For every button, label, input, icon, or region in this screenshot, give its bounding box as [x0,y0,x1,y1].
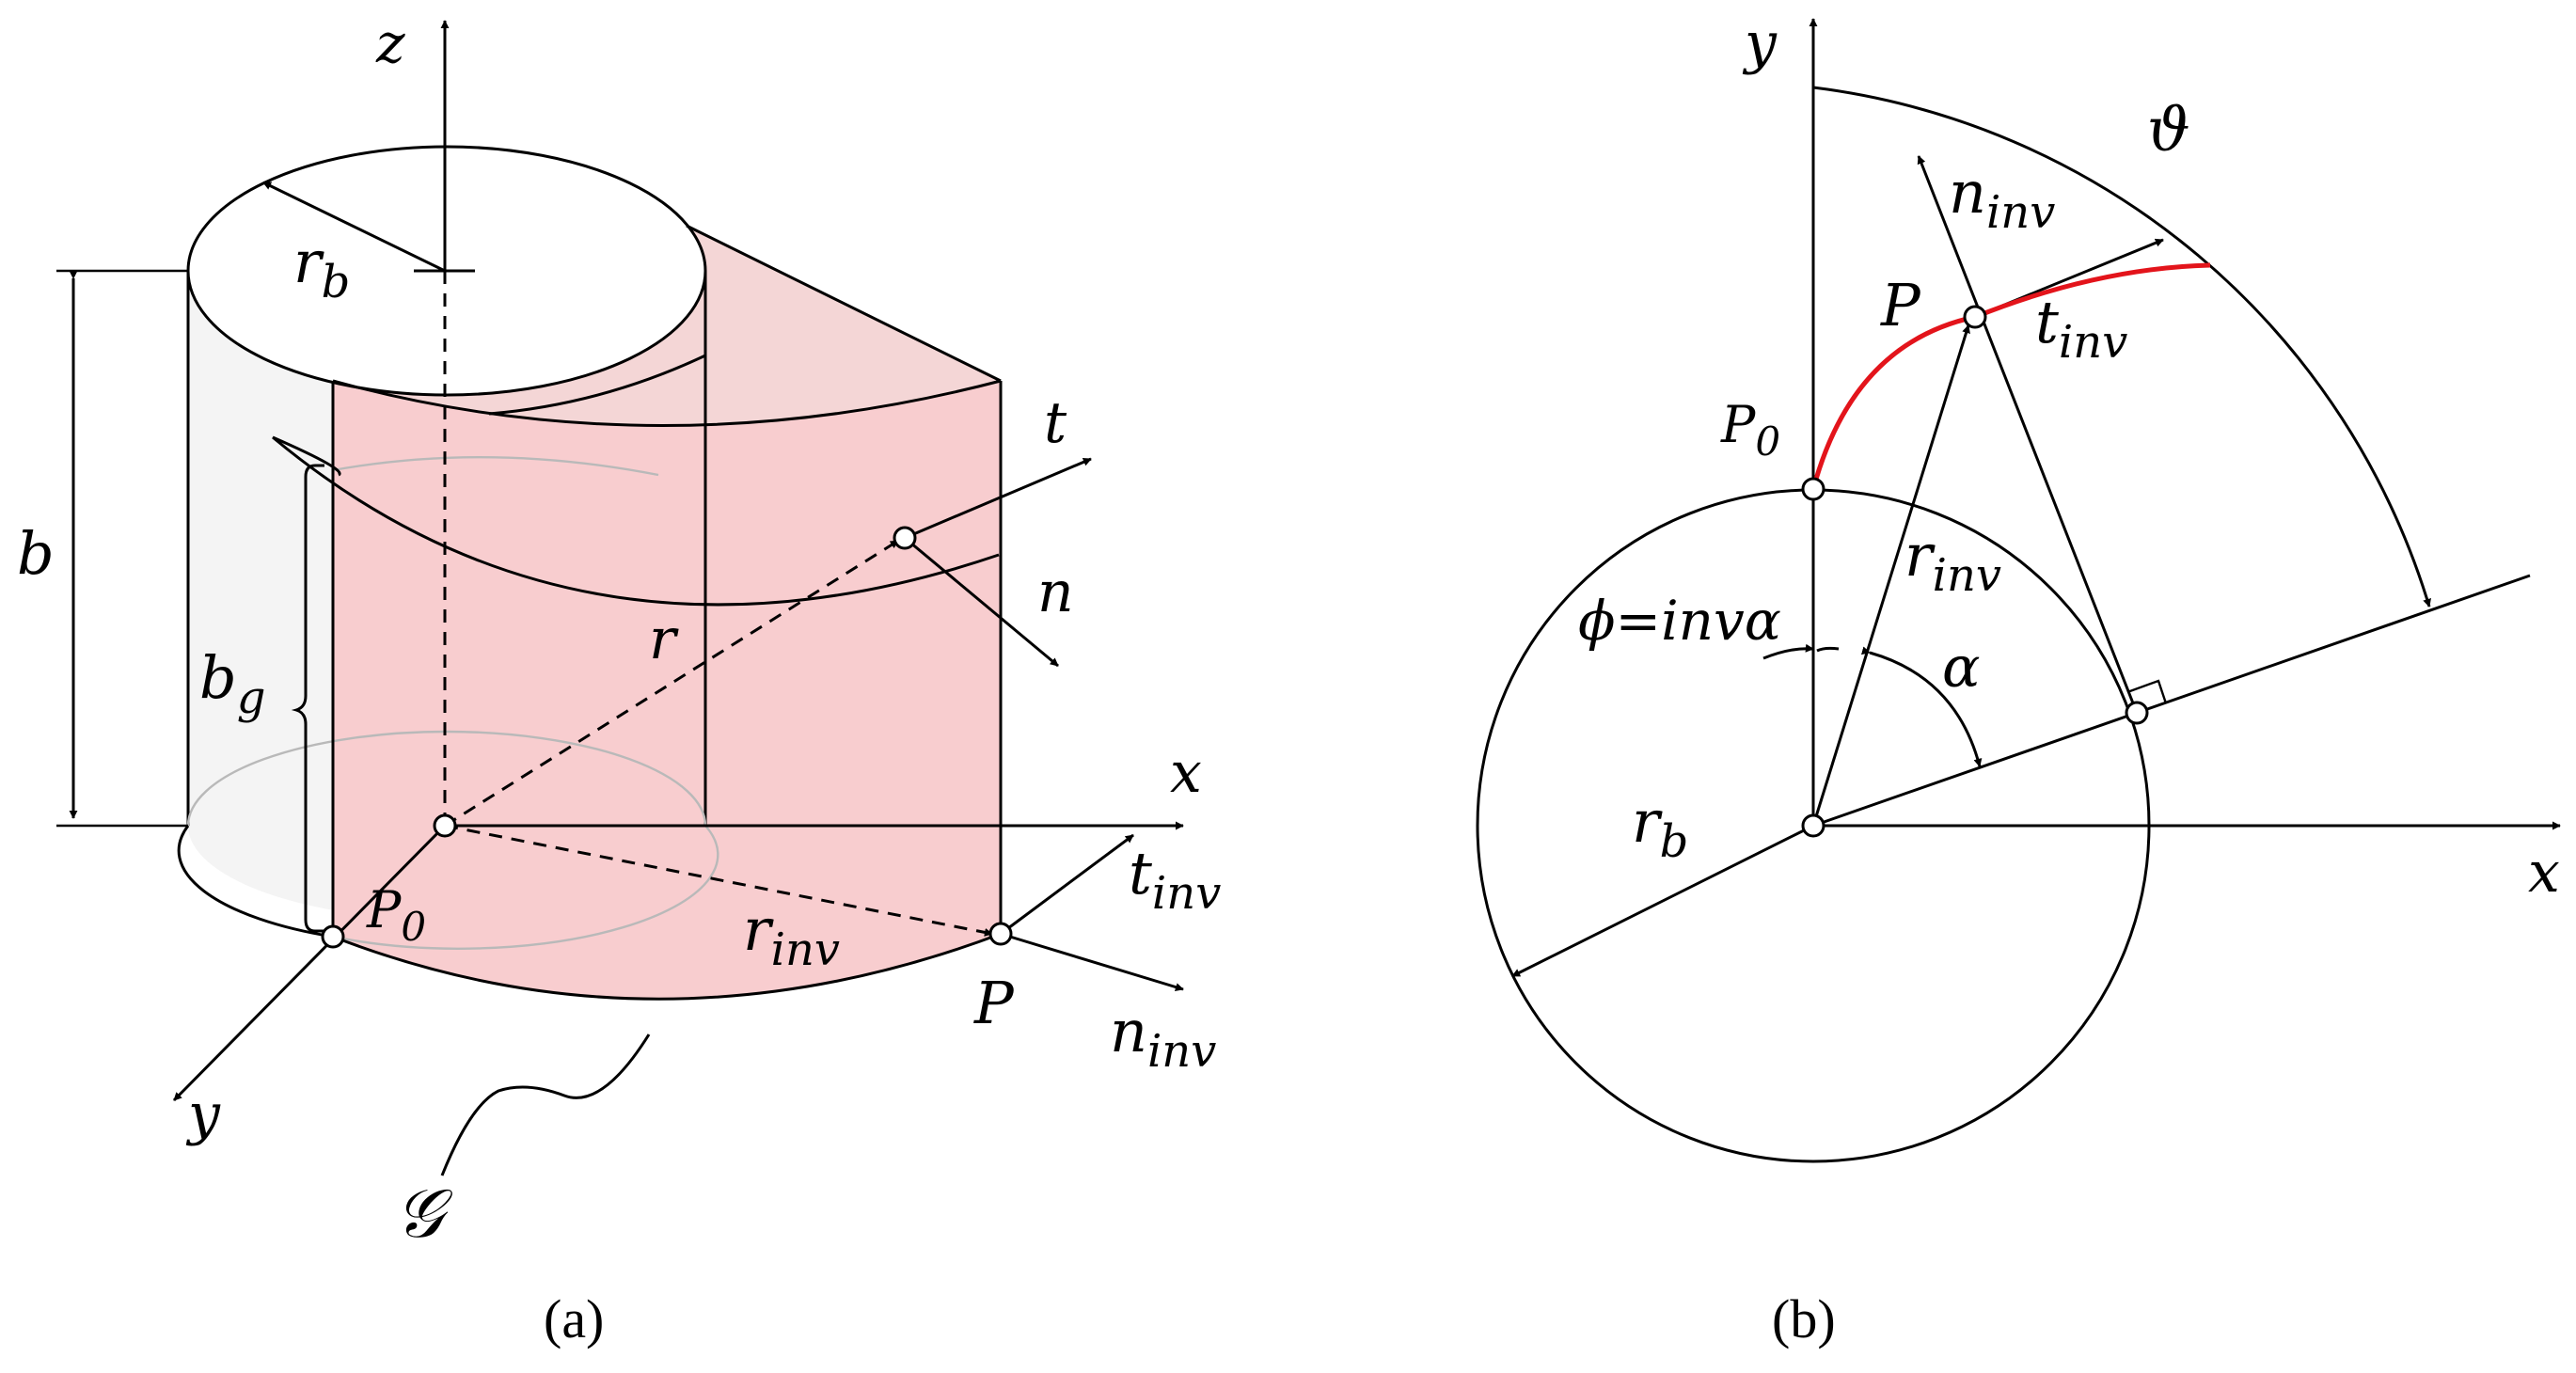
surface-point [893,526,917,550]
P-label: P [973,969,1015,1037]
flank-surface [333,381,1001,1000]
n-vector [904,536,1059,668]
base-tangent-line [1812,574,2531,828]
tinv-label: tinv [1129,839,1221,920]
origin-point-b [1801,813,1825,838]
origin-point [433,813,457,838]
ninv-vector [1000,932,1184,991]
y-label: y [185,1081,221,1147]
rinv-label: rinv [743,895,840,976]
P-label-b: P [1880,271,1921,339]
n-label: n [1037,560,1074,625]
y-axis [172,824,447,1102]
rb-arrow-b [1511,824,1814,978]
ninv-arrow-b [1917,155,2139,714]
phi-arc-left [1762,643,1814,660]
bg-label: bg [199,643,265,724]
rb-label: rb [293,228,350,308]
phi-label: ϕ=invα [1578,589,1781,653]
z-label: z [375,11,405,75]
P-point [988,922,1013,946]
ninv-label: ninv [1110,997,1216,1078]
rinv-label-b: rinv [1904,521,2001,602]
phi-arc-tick [1816,646,1840,653]
G-label: 𝒢 [395,1174,453,1253]
rinv-arrow-b [1811,324,1970,827]
y-label-b: y [1742,10,1778,76]
panel-a: z rb b bg r t n x y P0 rinv tinv P ninv … [17,11,1221,1349]
P0-point [321,924,345,949]
P0-point-b [1801,477,1825,501]
alpha-label: α [1942,635,1981,701]
alpha-arc [1860,646,1983,767]
rb-label-b: rb [1632,787,1688,868]
b-label: b [17,519,55,588]
P0-label: P0 [366,880,426,950]
hidden-circle-arc [332,455,659,477]
x-label-b: x [2528,840,2560,906]
section-curve [272,435,1000,607]
tangent-point-b [2125,701,2149,725]
theta-label: ϑ [2147,96,2190,166]
rinv-vector [444,824,993,937]
tooth-top-edge [686,224,1002,383]
ninv-label-b: ninv [1949,158,2055,239]
cylinder-bottom-arc [177,825,334,939]
t-vector [904,457,1092,540]
flank-bottom-curve [332,932,1002,1001]
right-angle-mark [2126,679,2168,704]
inner-arc [488,354,706,416]
r-label: r [649,607,679,672]
section-curve-start [272,435,341,477]
flank-top-curve [332,379,1002,427]
P0-label-b: P0 [1720,395,1780,465]
tinv-vector [1000,833,1134,936]
involute-curve [1810,262,2211,490]
caption-b: (b) [1772,1288,1836,1349]
t-label: t [1044,390,1067,456]
P-point-b [1963,305,1987,329]
tinv-label-b: tinv [2035,288,2127,369]
theta-arc [1812,86,2431,608]
bg-brace [291,464,324,933]
rb-arrow [262,181,446,273]
G-leader [440,1034,651,1176]
cylinder-bottom-hidden [186,730,719,950]
caption-a: (a) [544,1288,604,1349]
x-label: x [1170,740,1202,806]
panel-b: y x ϑ ninv tinv P P0 rinv ϕ=invα α rb (b… [1476,10,2561,1349]
